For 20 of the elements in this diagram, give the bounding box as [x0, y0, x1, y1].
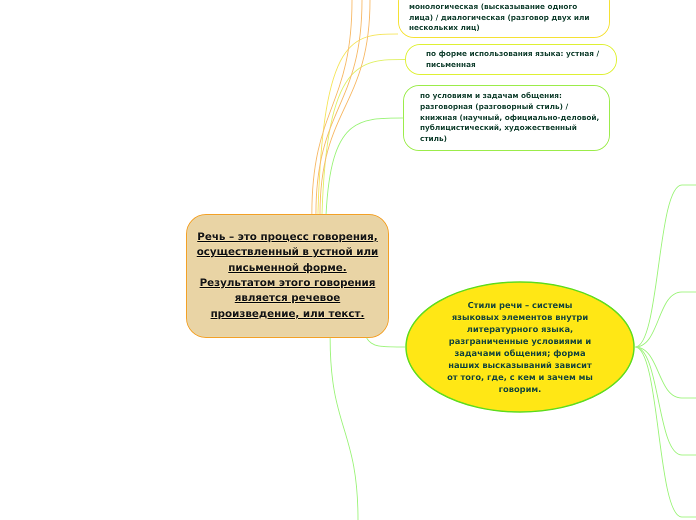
- connector-line: [315, 0, 362, 214]
- connector-line: [326, 118, 404, 214]
- topic-text: Речь – это процесс говорения, осуществленный в устной или письменной форме. Результатом этого говорения является речевое произведение, или текст.: [196, 230, 380, 322]
- connector-line: [634, 346, 696, 398]
- central-topic-box: [186, 214, 389, 338]
- connector-line: [634, 292, 696, 348]
- connector-line: [330, 338, 358, 520]
- connector-line: [634, 184, 696, 348]
- connector-line: [311, 0, 352, 214]
- connector-line: [322, 59, 406, 214]
- topic-box: [403, 85, 610, 151]
- connector-line: [319, 0, 370, 214]
- topic-text: Стили речи – системы языковых элементов внутри литературного языка, разграниченные условиями и задачами общения; форма наших высказываний зависит от того, где, с кем и зачем мы говорим.: [446, 298, 594, 396]
- connector-line: [317, 34, 398, 214]
- connector-line: [634, 346, 696, 518]
- topic-box: [398, 0, 610, 38]
- topic-ellipse: [405, 281, 635, 413]
- connector-line: [634, 346, 696, 456]
- connector-line: [366, 338, 406, 348]
- topic-box: [405, 44, 617, 75]
